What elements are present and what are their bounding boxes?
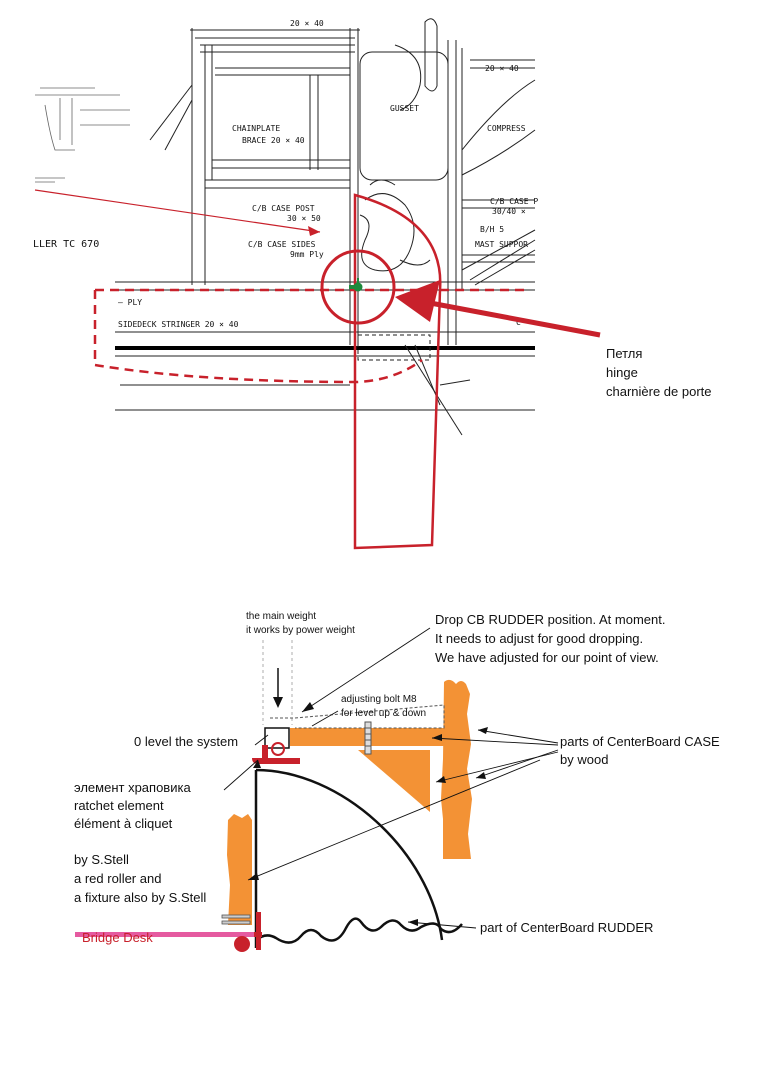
sketch-label-chainplate: CHAINPLATE (232, 124, 280, 133)
sketch-label-cbpost-size: 30 × 50 (287, 214, 321, 223)
sketch-label-cbpost-right: C/B CASE P (490, 197, 538, 206)
left-pointer-line (34, 189, 321, 233)
rudder-part-label: part of CenterBoard RUDDER (480, 920, 653, 935)
sketch-label-cbsides: C/B CASE SIDES (248, 240, 316, 249)
hinge-arrow (395, 280, 601, 338)
sketch-label-cbsides-ply: 9mm Ply (290, 250, 324, 259)
ratchet-label-ru: элемент храповика (74, 780, 191, 795)
weight-arrow (273, 668, 283, 708)
sketch-label-gusset: GUSSET (390, 104, 419, 113)
stell-label-1: by S.Stell (74, 852, 129, 867)
sketch-label-model: LLER TC 670 (33, 239, 99, 250)
stell-label-2: a red roller and (74, 871, 161, 886)
red-overlays (34, 189, 530, 550)
main-weight-label-1: the main weight (246, 611, 316, 622)
sketch-label-compress: COMPRESS (487, 124, 526, 133)
drop-note-3: We have adjusted for our point of view. (435, 650, 659, 665)
sketch-label-beam-right: 20 × 40 (485, 64, 519, 73)
sketch-label-mast-support: MAST SUPPOR (475, 240, 528, 249)
sketch-label-ply: — PLY (118, 298, 142, 307)
hinge-marker (349, 278, 363, 292)
hinge-label: Петля hinge charnière de porte (606, 346, 712, 399)
leader-lines (223, 627, 559, 929)
sketch-label-side-c: C (516, 318, 521, 327)
hinge-circle (320, 249, 396, 325)
hinge-label-en: hinge (606, 365, 638, 380)
main-weight-label-2: it works by power weight (246, 625, 355, 636)
cb-rudder-outline (353, 193, 442, 550)
sketch-label-stringer: SIDEDECK STRINGER 20 × 40 (118, 320, 239, 329)
adjust-bolt-label-1: adjusting bolt M8 (341, 694, 417, 705)
case-triangle-brace (358, 750, 430, 812)
bridge-desk-label: Bridge Desk (82, 930, 153, 945)
stell-label-3: a fixture also by S.Stell (74, 890, 206, 905)
case-parts-label-2: by wood (560, 752, 608, 767)
bridge-desk-bar (75, 932, 260, 937)
weight-guides (262, 640, 293, 725)
zero-level-label: 0 level the system (134, 734, 238, 749)
deck-dashed-outline (93, 288, 530, 384)
pivot-box (264, 727, 290, 749)
sketch-label-bulkhead: B/H 5 (480, 225, 504, 234)
ratchet-label-en: ratchet element (74, 798, 164, 813)
hinge-label-ru: Петля (606, 346, 642, 361)
drop-note-2: It needs to adjust for good dropping. (435, 631, 643, 646)
sketch-labels: 20 × 40 20 × 40 GUSSET CHAINPLATE BRACE … (33, 19, 538, 329)
sketch-label-cbpost-right-size: 30/40 × (492, 207, 526, 216)
drop-position-outline (270, 704, 445, 729)
sketch-label-chainplate-brace: BRACE 20 × 40 (242, 136, 305, 145)
case-parts-label-1: parts of CenterBoard CASE (560, 734, 720, 749)
left-post-bolts (221, 914, 251, 925)
sketch-label-cbpost: C/B CASE POST (252, 204, 315, 213)
hinge-label-fr: charnière de porte (606, 384, 712, 399)
drop-note-1: Drop CB RUDDER position. At moment. (435, 612, 665, 627)
ratchet-fixture (252, 742, 300, 764)
rudder-curve (255, 768, 444, 941)
ratchet-label-fr: élément à cliquet (74, 816, 173, 831)
case-left-post (227, 814, 252, 925)
adjust-bolt-label-2: for level up & down (341, 708, 426, 719)
case-right-board (441, 679, 472, 859)
adjusting-bolt (364, 721, 372, 755)
rudder-bottom-edge (255, 917, 463, 944)
bottom-labels: the main weight it works by power weight… (74, 611, 720, 945)
leader-arrowheads (248, 702, 488, 926)
bottom-roller (234, 912, 262, 952)
sketch-label-beam-top: 20 × 40 (290, 19, 324, 28)
